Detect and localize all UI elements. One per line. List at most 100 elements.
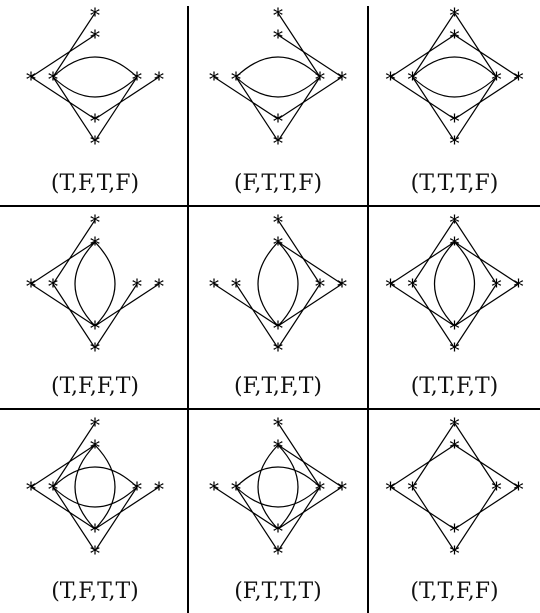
star-node: * xyxy=(450,519,460,543)
diagram-cell: ******** (T,F,T,F) xyxy=(5,0,185,205)
diagram-edge xyxy=(94,283,160,327)
diagram-arc xyxy=(74,241,96,327)
diagram-edge xyxy=(453,422,498,488)
cell-caption: (F,T,F,T) xyxy=(234,374,322,399)
star-node: * xyxy=(492,477,502,501)
diagram-edge xyxy=(277,76,343,120)
cell-diagram: ******** xyxy=(26,3,164,155)
grid-horizontal-divider xyxy=(0,408,540,410)
star-node: * xyxy=(90,131,100,155)
cell-caption: (T,F,F,T) xyxy=(51,374,139,399)
diagram-edge xyxy=(453,76,498,142)
diagram-arc xyxy=(454,241,475,327)
diagram-edge xyxy=(454,76,519,120)
star-node: * xyxy=(48,67,58,91)
diagram-edge xyxy=(453,12,498,78)
star-node: * xyxy=(231,67,241,91)
star-node: * xyxy=(90,316,100,340)
diagram-edge xyxy=(30,76,96,120)
star-node: * xyxy=(273,131,283,155)
diagram-edge xyxy=(390,34,455,78)
diagram-edge xyxy=(411,486,456,552)
diagram-edge xyxy=(30,283,96,327)
diagram-cell: ******** (T,F,T,T) xyxy=(5,410,185,613)
grid-vertical-divider xyxy=(187,6,189,613)
diagram-edge xyxy=(277,486,321,552)
diagram-edge xyxy=(213,283,279,327)
diagram-edge xyxy=(390,241,455,285)
star-node: * xyxy=(154,67,164,91)
star-node: * xyxy=(450,541,460,565)
diagram-edge xyxy=(213,76,279,120)
diagram-arc xyxy=(412,76,497,98)
diagram-edge xyxy=(52,76,96,142)
star-node: * xyxy=(209,67,219,91)
diagram-edge xyxy=(235,486,279,552)
diagram-edge xyxy=(390,76,455,120)
star-node: * xyxy=(337,477,347,501)
star-node: * xyxy=(90,210,100,234)
diagram-edge xyxy=(454,486,519,530)
star-node: * xyxy=(273,541,283,565)
grid-horizontal-divider xyxy=(0,205,540,207)
diagram-cell: ******** (F,T,F,T) xyxy=(189,207,367,408)
diagram-edge xyxy=(454,241,519,285)
diagram-arc xyxy=(94,444,116,530)
star-node: * xyxy=(209,477,219,501)
star-node: * xyxy=(26,274,36,298)
diagram-cell: ******** (F,T,T,T) xyxy=(189,410,367,613)
diagram-edge xyxy=(277,422,321,488)
star-node: * xyxy=(231,477,241,501)
star-node: * xyxy=(273,316,283,340)
cell-diagram: ******** xyxy=(209,3,347,155)
diagram-edge xyxy=(213,486,279,530)
diagram-edge xyxy=(235,76,279,142)
star-node: * xyxy=(386,67,396,91)
star-node: * xyxy=(48,477,58,501)
star-node: * xyxy=(492,67,502,91)
star-node: * xyxy=(450,3,460,27)
diagram-cell: ******** (F,T,T,F) xyxy=(189,0,367,205)
star-node: * xyxy=(450,435,460,459)
diagram-edge xyxy=(277,241,343,285)
star-node: * xyxy=(90,413,100,437)
diagram-edge xyxy=(30,486,96,530)
diagram-edge xyxy=(94,76,160,120)
star-node: * xyxy=(514,274,524,298)
diagram-edge xyxy=(453,219,498,285)
star-node: * xyxy=(209,274,219,298)
diagram-arc xyxy=(257,241,279,327)
star-node: * xyxy=(408,274,418,298)
star-node: * xyxy=(337,274,347,298)
diagram-edge xyxy=(30,241,96,285)
diagram-edge xyxy=(94,76,138,142)
star-node: * xyxy=(48,274,58,298)
star-node: * xyxy=(450,131,460,155)
diagram-edge xyxy=(453,486,498,552)
diagram-arc xyxy=(412,56,497,78)
diagram-edge xyxy=(94,486,138,552)
diagram-edge xyxy=(52,12,96,78)
star-node: * xyxy=(337,67,347,91)
star-node: * xyxy=(386,274,396,298)
star-node: * xyxy=(132,477,142,501)
diagram-arc xyxy=(52,466,138,488)
star-node: * xyxy=(273,519,283,543)
star-node: * xyxy=(132,274,142,298)
diagram-edge xyxy=(277,219,321,285)
diagram-edge xyxy=(390,444,455,488)
star-node: * xyxy=(90,232,100,256)
star-node: * xyxy=(514,477,524,501)
diagram-edge xyxy=(411,422,456,488)
diagram-edge xyxy=(411,219,456,285)
diagram-edge xyxy=(411,76,456,142)
cell-diagram: ******** xyxy=(209,413,347,565)
diagram-arc xyxy=(235,56,321,78)
star-node: * xyxy=(408,477,418,501)
star-node: * xyxy=(273,413,283,437)
cell-diagram: ******** xyxy=(386,3,524,155)
diagram-edge xyxy=(277,76,321,142)
diagram-edge xyxy=(277,283,321,349)
star-node: * xyxy=(90,541,100,565)
